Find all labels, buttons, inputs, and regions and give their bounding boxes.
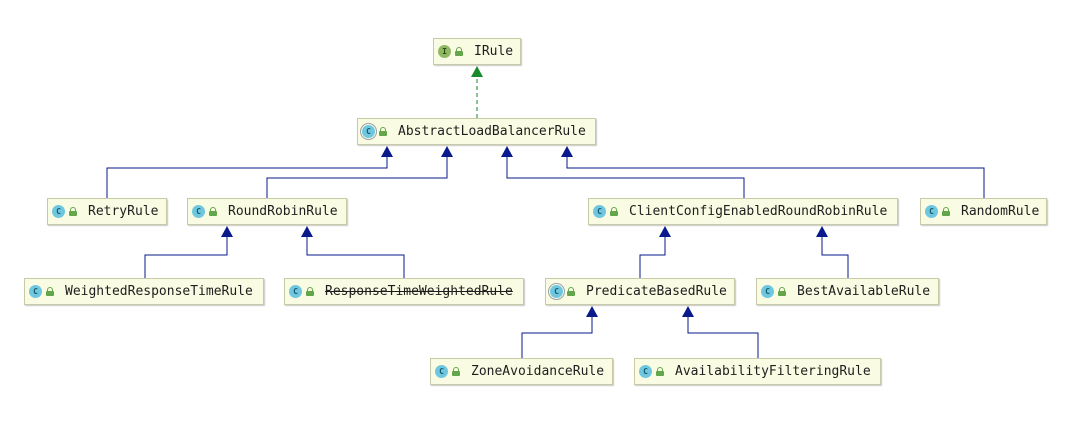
arrowhead-availability-to-predicate <box>682 306 694 317</box>
class-kind-icon: C <box>29 285 42 298</box>
class-name-label: AbstractLoadBalancerRule <box>398 124 586 139</box>
edge-retry-to-abstract <box>106 157 388 198</box>
class-name-label: ClientConfigEnabledRoundRobinRule <box>629 204 888 219</box>
abstract-kind-icon: C <box>550 285 563 298</box>
edge-weighted-to-roundrobin <box>144 237 228 278</box>
public-lock-icon <box>656 367 665 376</box>
edge-roundrobin-to-abstract <box>266 157 448 198</box>
class-node-clientconfig[interactable]: C ClientConfigEnabledRoundRobinRule <box>588 198 898 225</box>
class-kind-icon: C <box>761 285 774 298</box>
class-kind-icon: C <box>925 205 938 218</box>
class-node-irule[interactable]: I IRule <box>433 38 521 65</box>
class-kind-icon: C <box>192 205 205 218</box>
public-lock-icon <box>567 287 576 296</box>
arrowhead-random-to-abstract <box>561 146 573 157</box>
arrowhead-clientconfig-to-abstract <box>501 146 513 157</box>
class-node-responsetime[interactable]: C ResponseTimeWeightedRule <box>284 278 524 305</box>
class-name-label: ResponseTimeWeightedRule <box>325 284 513 299</box>
edge-random-to-abstract <box>566 157 985 198</box>
public-lock-icon <box>778 287 787 296</box>
public-lock-icon <box>306 287 315 296</box>
class-node-abstract[interactable]: C AbstractLoadBalancerRule <box>357 118 596 145</box>
public-lock-icon <box>455 47 464 56</box>
public-lock-icon <box>209 207 218 216</box>
arrowhead-abstract-to-irule <box>471 66 483 77</box>
public-lock-icon <box>69 207 78 216</box>
edge-bestavailable-to-clientconfig <box>821 237 849 278</box>
class-name-label: AvailabilityFilteringRule <box>675 364 871 379</box>
class-node-predicate[interactable]: C PredicateBasedRule <box>545 278 735 305</box>
class-name-label: RandomRule <box>961 204 1040 219</box>
abstract-kind-icon: C <box>362 125 375 138</box>
class-name-label: BestAvailableRule <box>797 284 931 299</box>
public-lock-icon <box>452 367 461 376</box>
edge-responsetime-to-roundrobin <box>306 237 405 278</box>
class-name-label: WeightedResponseTimeRule <box>65 284 253 299</box>
class-name-label: ZoneAvoidanceRule <box>471 364 605 379</box>
class-node-random[interactable]: C RandomRule <box>920 198 1047 225</box>
public-lock-icon <box>46 287 55 296</box>
class-kind-icon: C <box>593 205 606 218</box>
arrowhead-zone-to-predicate <box>586 306 598 317</box>
class-kind-icon: C <box>52 205 65 218</box>
class-name-label: PredicateBasedRule <box>586 284 727 299</box>
arrowhead-responsetime-to-roundrobin <box>301 226 313 237</box>
class-kind-icon: C <box>435 365 448 378</box>
public-lock-icon <box>610 207 619 216</box>
class-kind-icon: C <box>289 285 302 298</box>
class-node-roundrobin[interactable]: C RoundRobinRule <box>187 198 347 225</box>
class-node-bestavailable[interactable]: C BestAvailableRule <box>756 278 939 305</box>
arrowhead-roundrobin-to-abstract <box>441 146 453 157</box>
arrowhead-weighted-to-roundrobin <box>221 226 233 237</box>
edge-zone-to-predicate <box>521 317 593 358</box>
class-name-label: IRule <box>474 44 514 59</box>
public-lock-icon <box>379 127 388 136</box>
arrowhead-predicate-to-clientconfig <box>659 226 671 237</box>
class-node-weighted[interactable]: C WeightedResponseTimeRule <box>24 278 264 305</box>
edge-availability-to-predicate <box>687 317 759 358</box>
class-node-availability[interactable]: C AvailabilityFilteringRule <box>634 358 881 385</box>
class-node-retry[interactable]: C RetryRule <box>47 198 167 225</box>
class-name-label: RetryRule <box>88 204 159 219</box>
interface-kind-icon: I <box>438 45 451 58</box>
arrowhead-bestavailable-to-clientconfig <box>816 226 828 237</box>
edge-clientconfig-to-abstract <box>506 157 745 198</box>
edge-predicate-to-clientconfig <box>639 237 666 278</box>
public-lock-icon <box>942 207 951 216</box>
class-node-zone[interactable]: C ZoneAvoidanceRule <box>430 358 613 385</box>
class-name-label: RoundRobinRule <box>228 204 338 219</box>
class-kind-icon: C <box>639 365 652 378</box>
arrowhead-retry-to-abstract <box>381 146 393 157</box>
